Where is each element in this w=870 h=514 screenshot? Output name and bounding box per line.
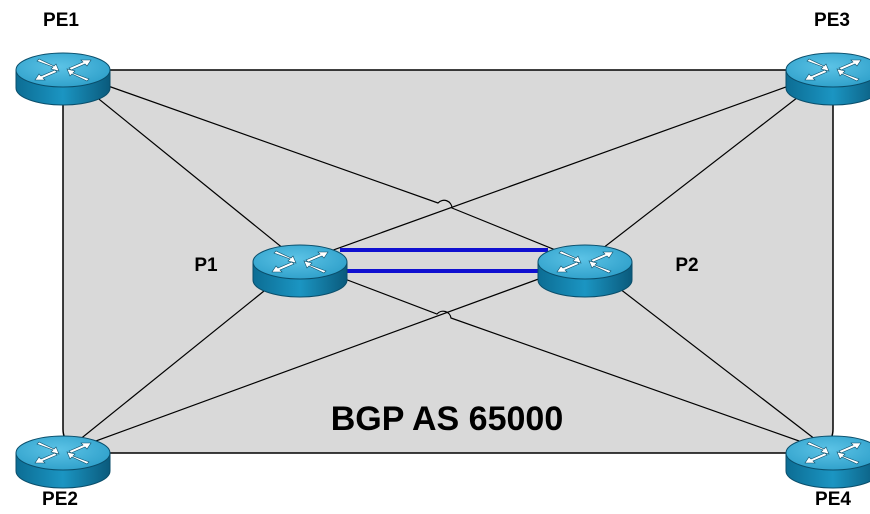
label-p1: P1 [194, 255, 218, 276]
label-pe2: PE2 [42, 489, 78, 510]
router-arrow [303, 260, 327, 274]
router-top [252, 244, 348, 280]
link-pe4-p2 [584, 261, 834, 454]
router-p1[interactable] [252, 244, 348, 298]
as-label: BGP AS 65000 [331, 400, 563, 438]
label-pe3: PE3 [814, 10, 850, 31]
router-arrow [588, 260, 612, 274]
label-pe1: PE1 [43, 10, 79, 31]
router-top [15, 435, 111, 471]
router-icon [785, 435, 870, 489]
router-top [15, 52, 111, 88]
router-arrow [68, 59, 92, 71]
router-arrow [36, 58, 60, 72]
link-pe3-p1 [299, 69, 834, 263]
router-arrows [556, 250, 614, 274]
router-icon [15, 52, 111, 106]
core-links [340, 248, 548, 273]
router-arrows [34, 58, 92, 82]
router-icon [252, 244, 348, 298]
router-pe4[interactable] [785, 435, 870, 489]
router-arrow [68, 442, 92, 454]
router-arrow [305, 251, 329, 263]
link-pe3-p2 [584, 69, 834, 263]
label-pe4: PE4 [815, 489, 851, 510]
router-top [537, 244, 633, 280]
link-pe4-p1 [299, 261, 834, 454]
link-pe1-p1 [62, 69, 301, 263]
router-arrow [271, 261, 295, 273]
router-icon [537, 244, 633, 298]
router-arrow [558, 250, 582, 264]
router-arrow [34, 69, 58, 81]
router-arrow [273, 250, 297, 264]
router-arrow [66, 451, 90, 465]
router-arrows [804, 58, 862, 82]
router-pe2[interactable] [15, 435, 111, 489]
router-icon [15, 435, 111, 489]
router-arrow [34, 452, 58, 464]
router-arrows [804, 441, 862, 465]
router-arrow [804, 452, 828, 464]
as-region [62, 69, 834, 454]
router-pe1[interactable] [15, 52, 111, 106]
link-pe2-p2 [62, 261, 586, 454]
router-arrow [838, 59, 862, 71]
router-arrow [36, 441, 60, 455]
router-arrow [590, 251, 614, 263]
router-arrow [66, 68, 90, 82]
router-arrow [556, 261, 580, 273]
router-arrows [271, 250, 329, 274]
router-arrow [806, 441, 830, 455]
router-arrow [806, 58, 830, 72]
links [62, 69, 834, 454]
label-p2: P2 [675, 255, 698, 276]
router-arrow [838, 442, 862, 454]
router-icon [785, 52, 870, 106]
router-arrows [34, 441, 92, 465]
router-arrow [804, 69, 828, 81]
router-arrow [836, 451, 860, 465]
router-pe3[interactable] [785, 52, 870, 106]
router-arrow [836, 68, 860, 82]
link-pe2-p1 [62, 261, 301, 454]
router-p2[interactable] [537, 244, 633, 298]
